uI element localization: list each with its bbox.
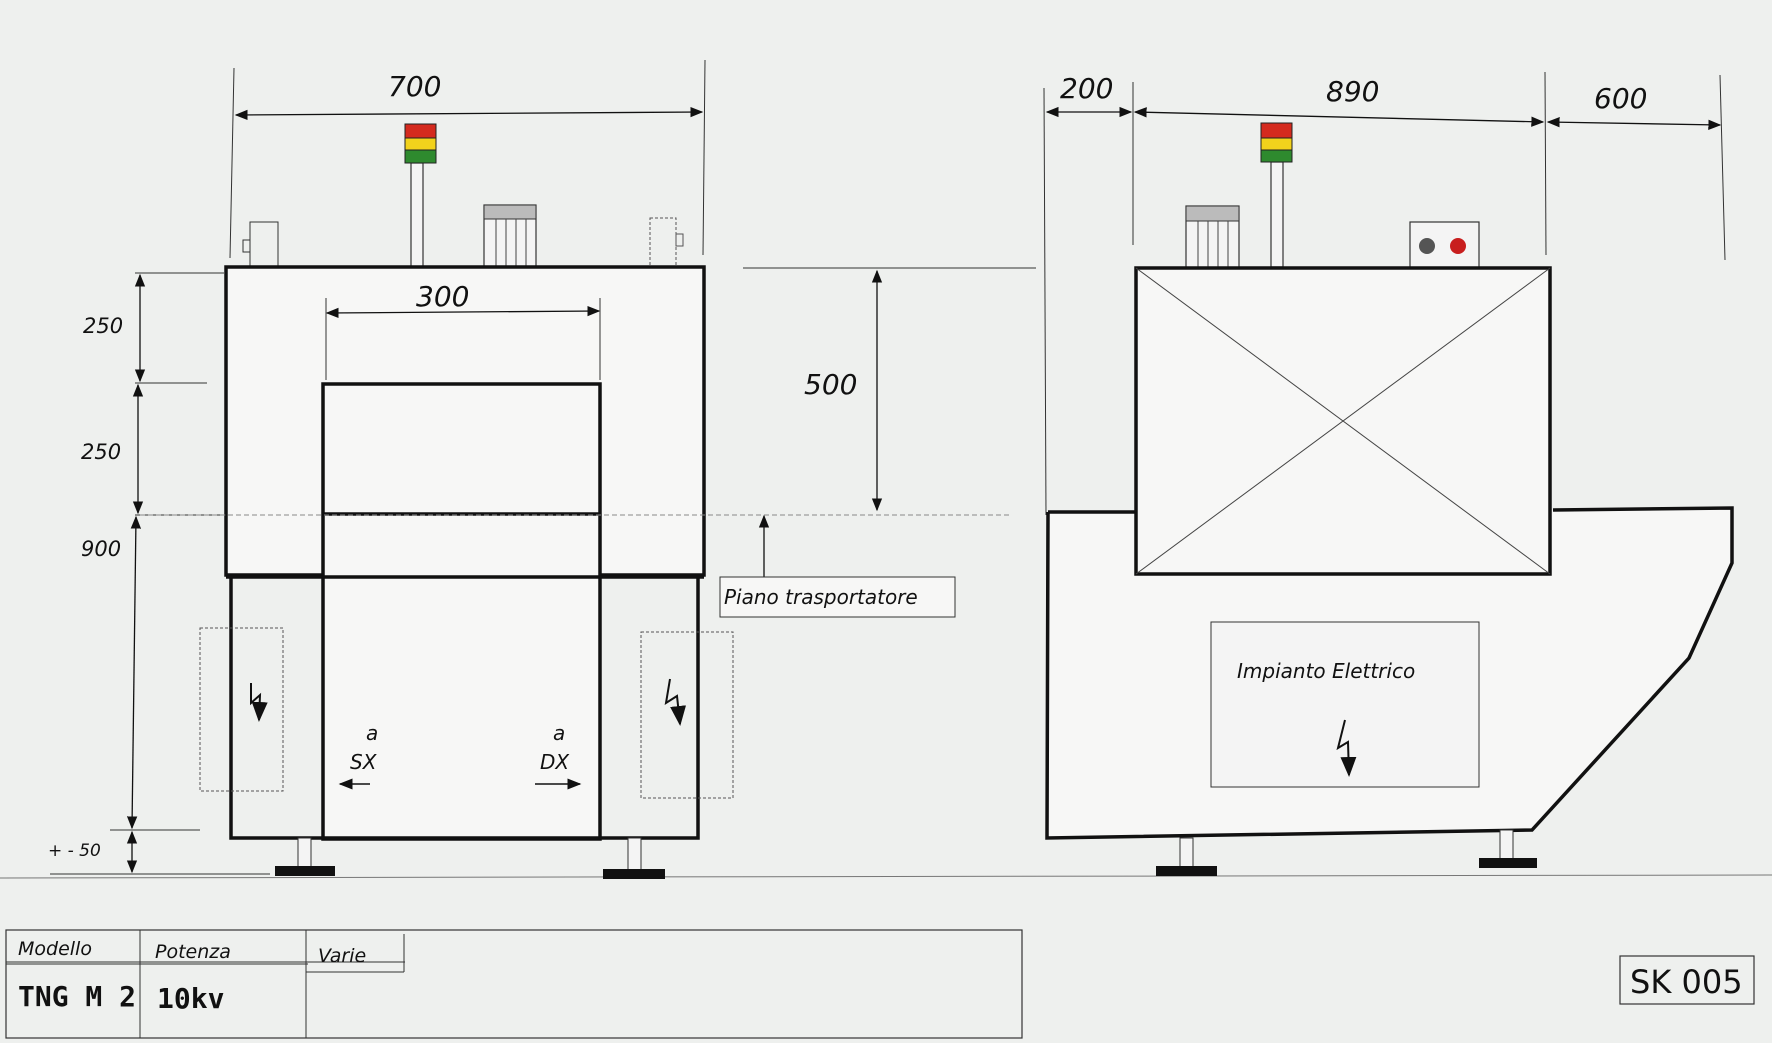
model-header: Modello bbox=[18, 938, 92, 960]
side-signal-beacon bbox=[1260, 122, 1293, 268]
drawing-code-box bbox=[1619, 955, 1755, 1005]
control-gray-lamp bbox=[1419, 238, 1435, 254]
misc-header: Varie bbox=[318, 945, 366, 967]
beacon-yellow-light bbox=[404, 137, 437, 151]
dim-500-label: 500 bbox=[804, 368, 857, 401]
front-view: 700 bbox=[48, 59, 1010, 879]
dim-foot-label: + - 50 bbox=[48, 841, 101, 861]
dim-line-700 bbox=[234, 106, 704, 121]
left-electrical-panel bbox=[199, 627, 284, 792]
dim-line-600 bbox=[1546, 117, 1722, 130]
beacon-red-light bbox=[404, 123, 437, 139]
right-lightning-icon bbox=[664, 678, 687, 726]
panel-lightning-icon bbox=[1336, 719, 1357, 777]
side-cooling-unit bbox=[1185, 205, 1240, 269]
dim-line-890 bbox=[1133, 107, 1545, 127]
side-beacon-red-light bbox=[1260, 122, 1293, 139]
power-header: Potenza bbox=[155, 941, 231, 963]
right-a-label: a bbox=[553, 721, 565, 745]
cooling-unit bbox=[483, 204, 537, 268]
beacon-green-light bbox=[404, 149, 437, 164]
side-beacon-green-light bbox=[1260, 149, 1293, 163]
front-feet bbox=[275, 837, 665, 879]
conveyor-label: Piano trasportatore bbox=[724, 585, 918, 609]
dim-890-label: 890 bbox=[1326, 75, 1379, 108]
title-block-frame bbox=[5, 929, 1023, 1039]
title-block: Modello Potenza Varie TNG M 2 10kv SK 00… bbox=[5, 929, 1755, 1039]
drawing-code: SK 005 bbox=[1630, 963, 1743, 1001]
dim-200-label: 200 bbox=[1060, 72, 1113, 105]
dim-700-label: 700 bbox=[388, 70, 441, 103]
dim-line-900 bbox=[126, 515, 142, 830]
right-direction-label: DX bbox=[540, 750, 570, 774]
side-view: 200 890 600 Impia bbox=[1043, 71, 1734, 876]
side-beacon-yellow-light bbox=[1260, 137, 1293, 151]
front-lower-frame bbox=[229, 575, 700, 840]
dim-300-label: 300 bbox=[416, 280, 469, 313]
ground-line bbox=[0, 874, 1772, 879]
left-lightning-icon bbox=[250, 683, 268, 722]
electrical-system-label: Impianto Elettrico bbox=[1237, 659, 1415, 683]
control-red-lamp bbox=[1450, 238, 1466, 254]
right-electrical-panel bbox=[640, 631, 734, 799]
side-feet bbox=[1156, 829, 1537, 876]
electrical-system-panel bbox=[1210, 621, 1480, 788]
dim-250-mid-label: 250 bbox=[81, 440, 121, 464]
signal-beacon bbox=[404, 123, 437, 269]
dim-250-top-label: 250 bbox=[83, 314, 123, 338]
power-value: 10kv bbox=[157, 982, 224, 1015]
dim-line-300 bbox=[325, 305, 601, 319]
left-a-label: a bbox=[366, 721, 378, 745]
dim-600-label: 600 bbox=[1594, 82, 1647, 115]
dim-900-label: 900 bbox=[81, 537, 121, 561]
model-value: TNG M 2 bbox=[18, 980, 136, 1013]
housing-cross-line-2 bbox=[1135, 267, 1551, 575]
conveyor-label-box bbox=[719, 576, 956, 618]
left-direction-label: SX bbox=[350, 750, 378, 774]
